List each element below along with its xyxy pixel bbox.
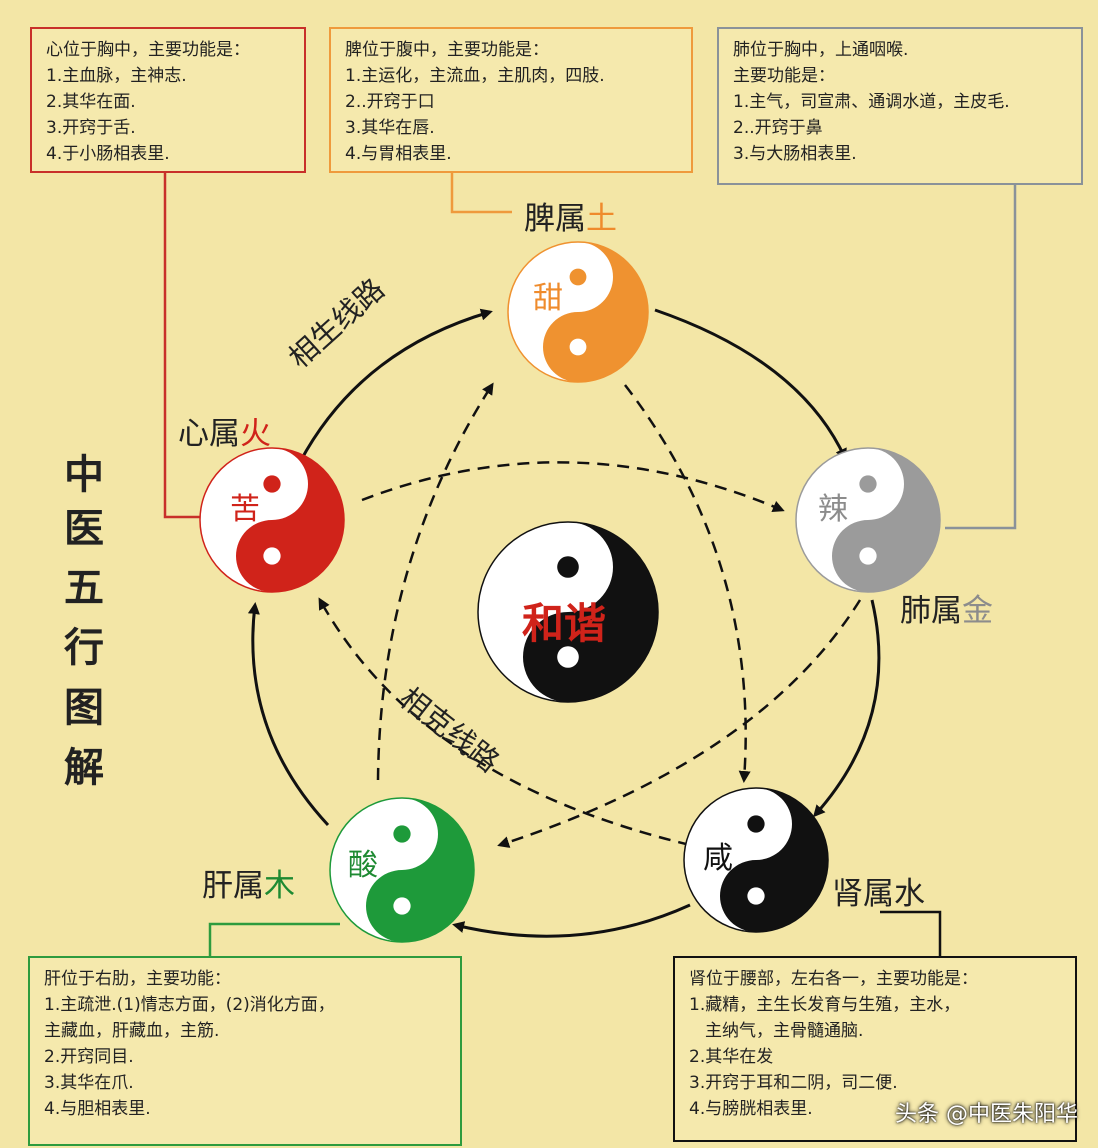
heart-element: 火 xyxy=(240,416,271,452)
spleen-info-line: 3.其华在唇. xyxy=(345,118,435,138)
spleen-taste: 甜 xyxy=(533,281,563,316)
liver-info-line: 2.开窍同目. xyxy=(44,1047,134,1067)
heart-info-line: 3.开窍于舌. xyxy=(46,118,136,138)
arrow-spleen-to-kidney xyxy=(624,384,751,783)
spleen-label-text: 脾属 xyxy=(524,201,586,237)
lung-connector xyxy=(945,184,1017,530)
kidney-info-line: 3.开窍于耳和二阴，司二便. xyxy=(689,1073,898,1093)
title-char: 行 xyxy=(64,625,104,671)
liver-info-line: 1.主疏泄.(1)情志方面，(2)消化方面， xyxy=(44,995,335,1015)
heart-info-line: 心位于胸中，主要功能是： xyxy=(46,40,250,60)
heart-taste: 苦 xyxy=(230,492,260,527)
liver-info-box: 肝位于右肋，主要功能： 1.主疏泄.(1)情志方面，(2)消化方面， 主藏血，肝藏血… xyxy=(28,956,462,1146)
arrow-lung-to-kidney xyxy=(813,599,881,818)
liver-info-line: 肝位于右肋，主要功能： xyxy=(44,969,231,989)
kidney-info-line: 肾位于腰部，左右各一，主要功能是： xyxy=(689,969,978,989)
heart-info-line: 2.其华在面. xyxy=(46,92,136,112)
center-yin-yang-icon xyxy=(477,521,659,703)
title-char: 图 xyxy=(64,685,104,731)
arrow-kidney-to-liver xyxy=(452,903,691,938)
kidney-info-line: 1.藏精，主生长发育与生殖，主水， xyxy=(689,995,961,1015)
controlling-cycle xyxy=(318,382,862,848)
lung-info-line: 3.与大肠相表里. xyxy=(733,144,857,164)
arrow-kidney-to-heart xyxy=(318,597,691,847)
liver-label-text: 肝属 xyxy=(202,868,264,904)
lung-label-text: 肺属 xyxy=(900,593,962,629)
liver-info-line: 4.与胆相表里. xyxy=(44,1099,151,1119)
kidney-yin-yang-icon xyxy=(683,787,829,933)
lung-info-line: 1.主气，司宣肃、通调水道，主皮毛. xyxy=(733,92,1010,112)
heart-connector xyxy=(163,172,204,519)
kidney-info-line: 4.与膀胱相表里. xyxy=(689,1099,813,1119)
spleen-info-line: 2..开窍于口 xyxy=(345,92,435,112)
spleen-info-line: 脾位于腹中，主要功能是： xyxy=(345,40,549,60)
arrow-liver-to-heart xyxy=(247,602,330,827)
lung-label: 肺属金 xyxy=(900,585,993,630)
center-harmony-text: 和谐 xyxy=(522,599,607,648)
kidney-info-box: 肾位于腰部，左右各一，主要功能是： 1.藏精，主生长发育与生殖，主水， 主纳气，主骨… xyxy=(673,956,1077,1142)
arrow-lung-to-liver xyxy=(497,599,862,848)
spleen-label: 脾属土 xyxy=(524,193,617,238)
lung-yin-yang-icon xyxy=(795,447,941,593)
kidney-label-text: 肾属 xyxy=(832,876,894,912)
title-char: 中 xyxy=(64,452,104,498)
liver-info-line: 主藏血，肝藏血，主筋. xyxy=(44,1021,220,1041)
lung-info-line: 肺位于胸中，上通咽喉. xyxy=(733,40,909,60)
heart-yin-yang-icon xyxy=(199,447,345,593)
title-char: 解 xyxy=(64,745,104,791)
heart-label: 心属火 xyxy=(178,408,271,453)
watermark: 头条 @中医朱阳华 xyxy=(895,1102,1078,1127)
kidney-taste: 咸 xyxy=(703,841,733,876)
spleen-info-line: 1.主运化，主流血，主肌肉，四肢. xyxy=(345,66,605,86)
liver-yin-yang-icon xyxy=(329,797,475,943)
spleen-yin-yang-icon xyxy=(507,241,649,383)
lung-info-line: 2..开窍于鼻 xyxy=(733,118,823,138)
title-char: 医 xyxy=(64,506,104,552)
lung-taste: 辣 xyxy=(818,492,848,527)
kidney-info-line: 主纳气，主骨髓通脑. xyxy=(705,1021,864,1041)
spleen-info-box: 脾位于腹中，主要功能是： 1.主运化，主流血，主肌肉，四肢. 2..开窍于口 3.其华… xyxy=(329,27,693,173)
arrow-heart-to-lung xyxy=(361,461,785,513)
heart-info-box: 心位于胸中，主要功能是： 1.主血脉，主神志. 2.其华在面. 3.开窍于舌. 4.于小… xyxy=(30,27,306,173)
heart-label-text: 心属 xyxy=(178,416,240,452)
title-char: 五 xyxy=(64,565,104,611)
arrow-spleen-to-lung xyxy=(654,308,847,461)
liver-element: 木 xyxy=(264,868,295,904)
generating-cycle xyxy=(247,308,881,938)
spleen-info-line: 4.与胃相表里. xyxy=(345,144,452,164)
liver-info-line: 3.其华在爪. xyxy=(44,1073,134,1093)
kidney-info-line: 2.其华在发 xyxy=(689,1047,774,1067)
heart-info-line: 1.主血脉，主神志. xyxy=(46,66,187,86)
liver-taste: 酸 xyxy=(348,848,378,883)
arrow-liver-to-spleen xyxy=(376,382,494,781)
lung-element: 金 xyxy=(962,593,993,629)
kidney-label: 肾属水 xyxy=(832,868,925,913)
kidney-connector xyxy=(880,910,942,956)
lung-info-box: 肺位于胸中，上通咽喉. 主要功能是： 1.主气，司宣肃、通调水道，主皮毛. 2..开窍… xyxy=(717,27,1083,185)
liver-label: 肝属木 xyxy=(202,860,295,905)
yin-yang-symbols xyxy=(199,241,941,943)
box-connectors xyxy=(163,172,1017,956)
spleen-element: 土 xyxy=(586,201,617,237)
arrow-heart-to-spleen xyxy=(298,308,493,463)
liver-connector xyxy=(208,922,340,956)
spleen-connector xyxy=(450,172,512,214)
heart-info-line: 4.于小肠相表里. xyxy=(46,144,170,164)
lung-info-line: 主要功能是： xyxy=(733,66,835,86)
kidney-element: 水 xyxy=(894,876,925,912)
